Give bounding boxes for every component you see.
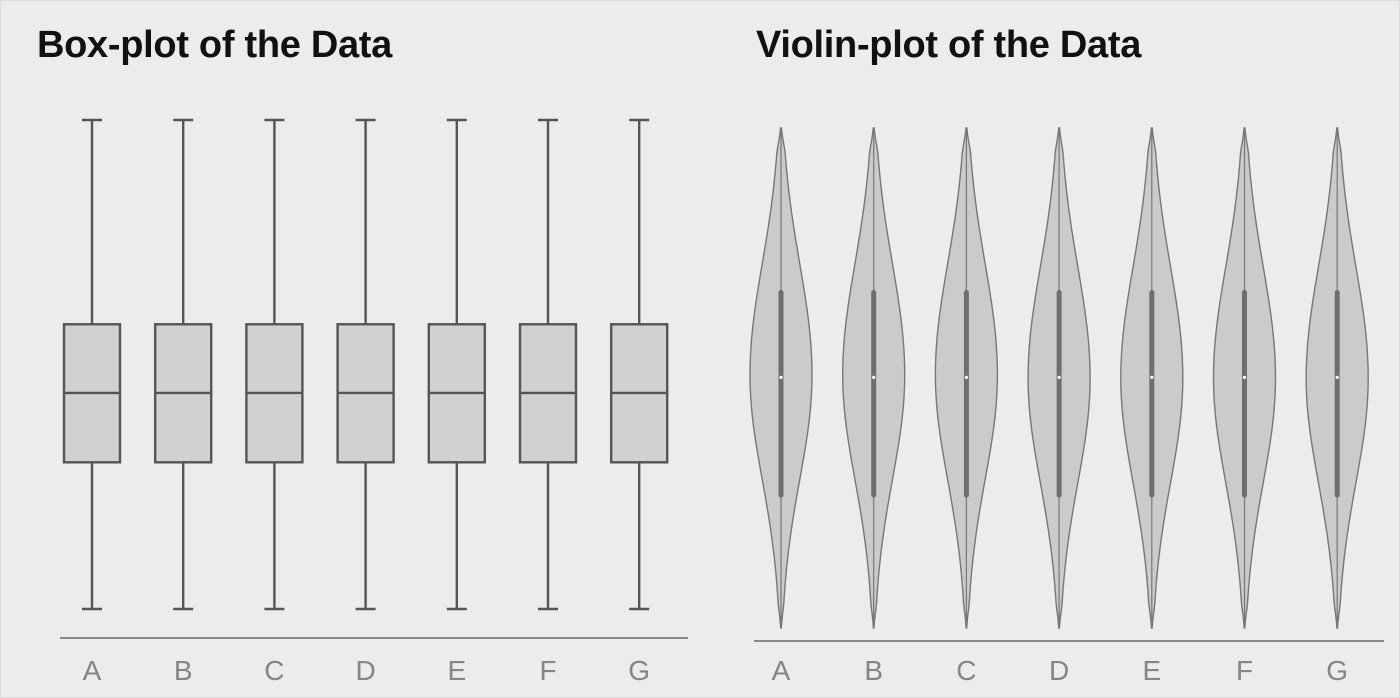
box-tick-label-e: E — [447, 655, 466, 686]
box-tick-label-b: B — [174, 655, 193, 686]
violin-median-dot-b — [872, 375, 876, 379]
box-tick-label-g: G — [628, 655, 650, 686]
violin-median-dot-f — [1242, 375, 1247, 379]
violin-plot-svg: A B C D E F G — [749, 127, 1384, 686]
box-tick-label-f: F — [539, 655, 556, 686]
violin-tick-label-c: C — [956, 655, 976, 686]
box-plot-svg: A B C D E F G — [60, 118, 688, 686]
box-plot-panel: Box-plot of the Data A B C D E F G — [37, 24, 688, 686]
violin-median-dot-a — [779, 375, 783, 379]
violin-tick-label-a: A — [772, 655, 791, 686]
violin-median-dot-d — [1057, 375, 1061, 379]
violin-plot-panel: Violin-plot of the Data A B C D E F G — [700, 0, 1400, 698]
violin-tick-label-f: F — [1236, 655, 1253, 686]
violin-plot-title: Violin-plot of the Data — [756, 24, 1142, 66]
box-tick-label-c: C — [264, 655, 284, 686]
violin-median-dot-g — [1335, 375, 1339, 379]
violin-tick-label-d: D — [1049, 655, 1069, 686]
violin-median-dot-c — [964, 375, 968, 379]
violin-tick-label-e: E — [1142, 655, 1161, 686]
violin-median-dot-e — [1150, 375, 1154, 379]
violin-tick-label-g: G — [1326, 655, 1348, 686]
violin-tick-label-b: B — [864, 655, 883, 686]
box-plot-title: Box-plot of the Data — [37, 24, 392, 66]
box-tick-label-a: A — [83, 655, 102, 686]
box-tick-label-d: D — [355, 655, 375, 686]
